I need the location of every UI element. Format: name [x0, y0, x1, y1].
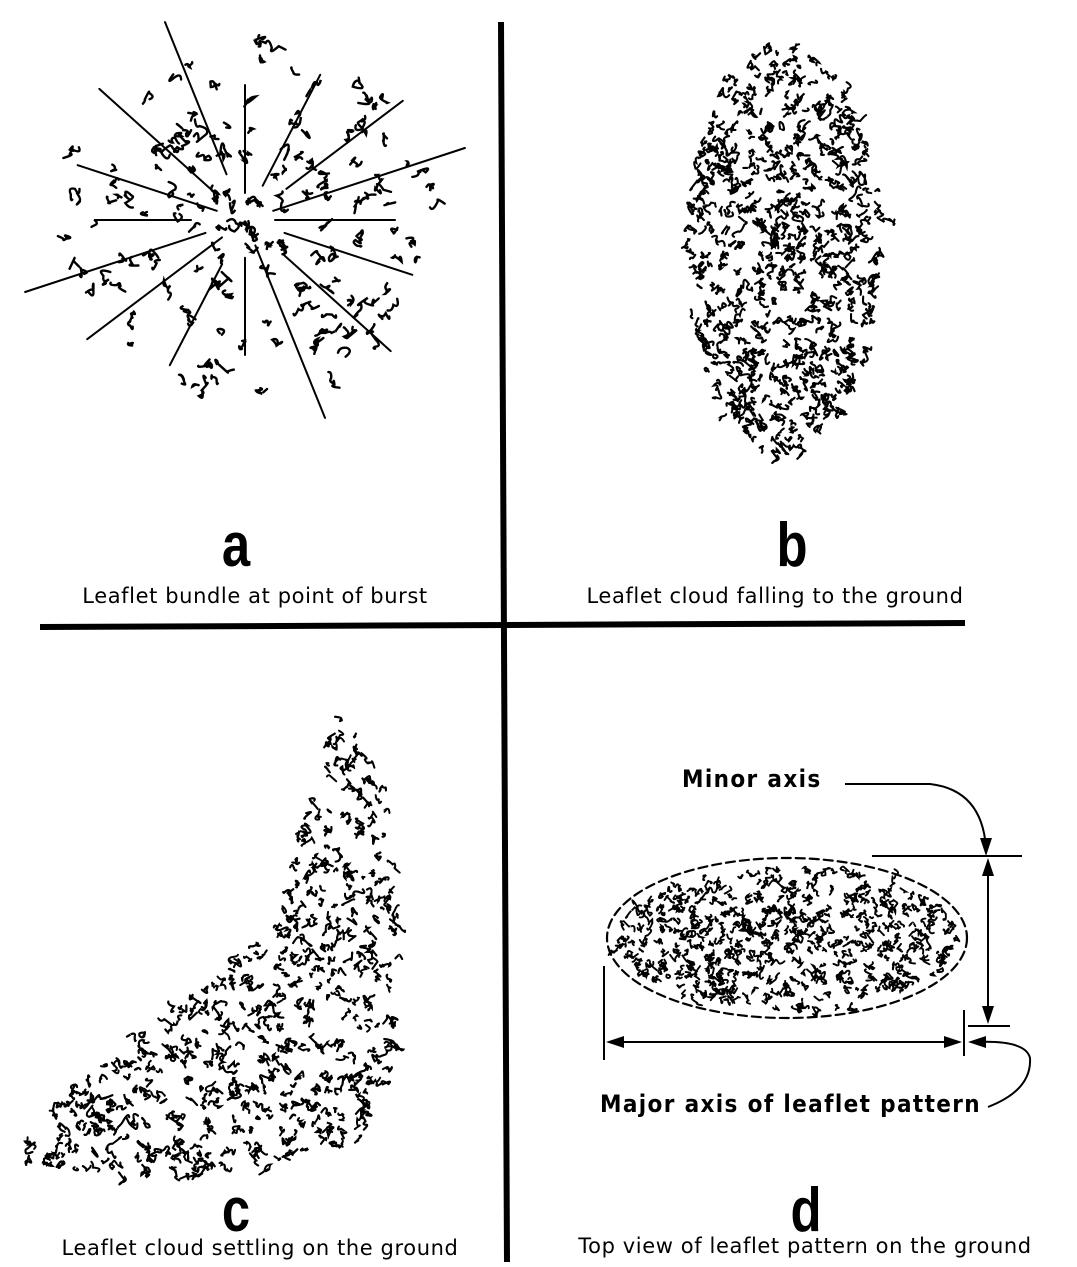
minor-axis-dimension — [845, 784, 1022, 1026]
falling-leaflet-cloud — [682, 43, 895, 463]
panel-c-letter: c — [195, 1180, 277, 1242]
panel-b-letter: b — [751, 515, 833, 577]
panel-a-caption: Leaflet bundle at point of burst — [40, 584, 470, 608]
leaflet-pattern-top-view — [607, 858, 967, 1018]
panel-d-caption: Top view of leaflet pattern on the groun… — [540, 1234, 1070, 1258]
leaflet-burst-illustration — [25, 22, 465, 418]
settling-leaflet-cloud — [25, 717, 405, 1185]
panel-d-letter: d — [765, 1180, 847, 1242]
vertical-divider — [501, 22, 507, 1262]
major-axis-label: Major axis of leaflet pattern — [600, 1090, 981, 1118]
minor-axis-label: Minor axis — [682, 765, 822, 793]
horizontal-divider — [40, 623, 965, 627]
major-axis-dimension — [604, 966, 1030, 1107]
panel-a-letter: a — [195, 515, 277, 577]
panel-b-caption: Leaflet cloud falling to the ground — [550, 584, 1000, 608]
panel-c-caption: Leaflet cloud settling on the ground — [20, 1236, 500, 1260]
